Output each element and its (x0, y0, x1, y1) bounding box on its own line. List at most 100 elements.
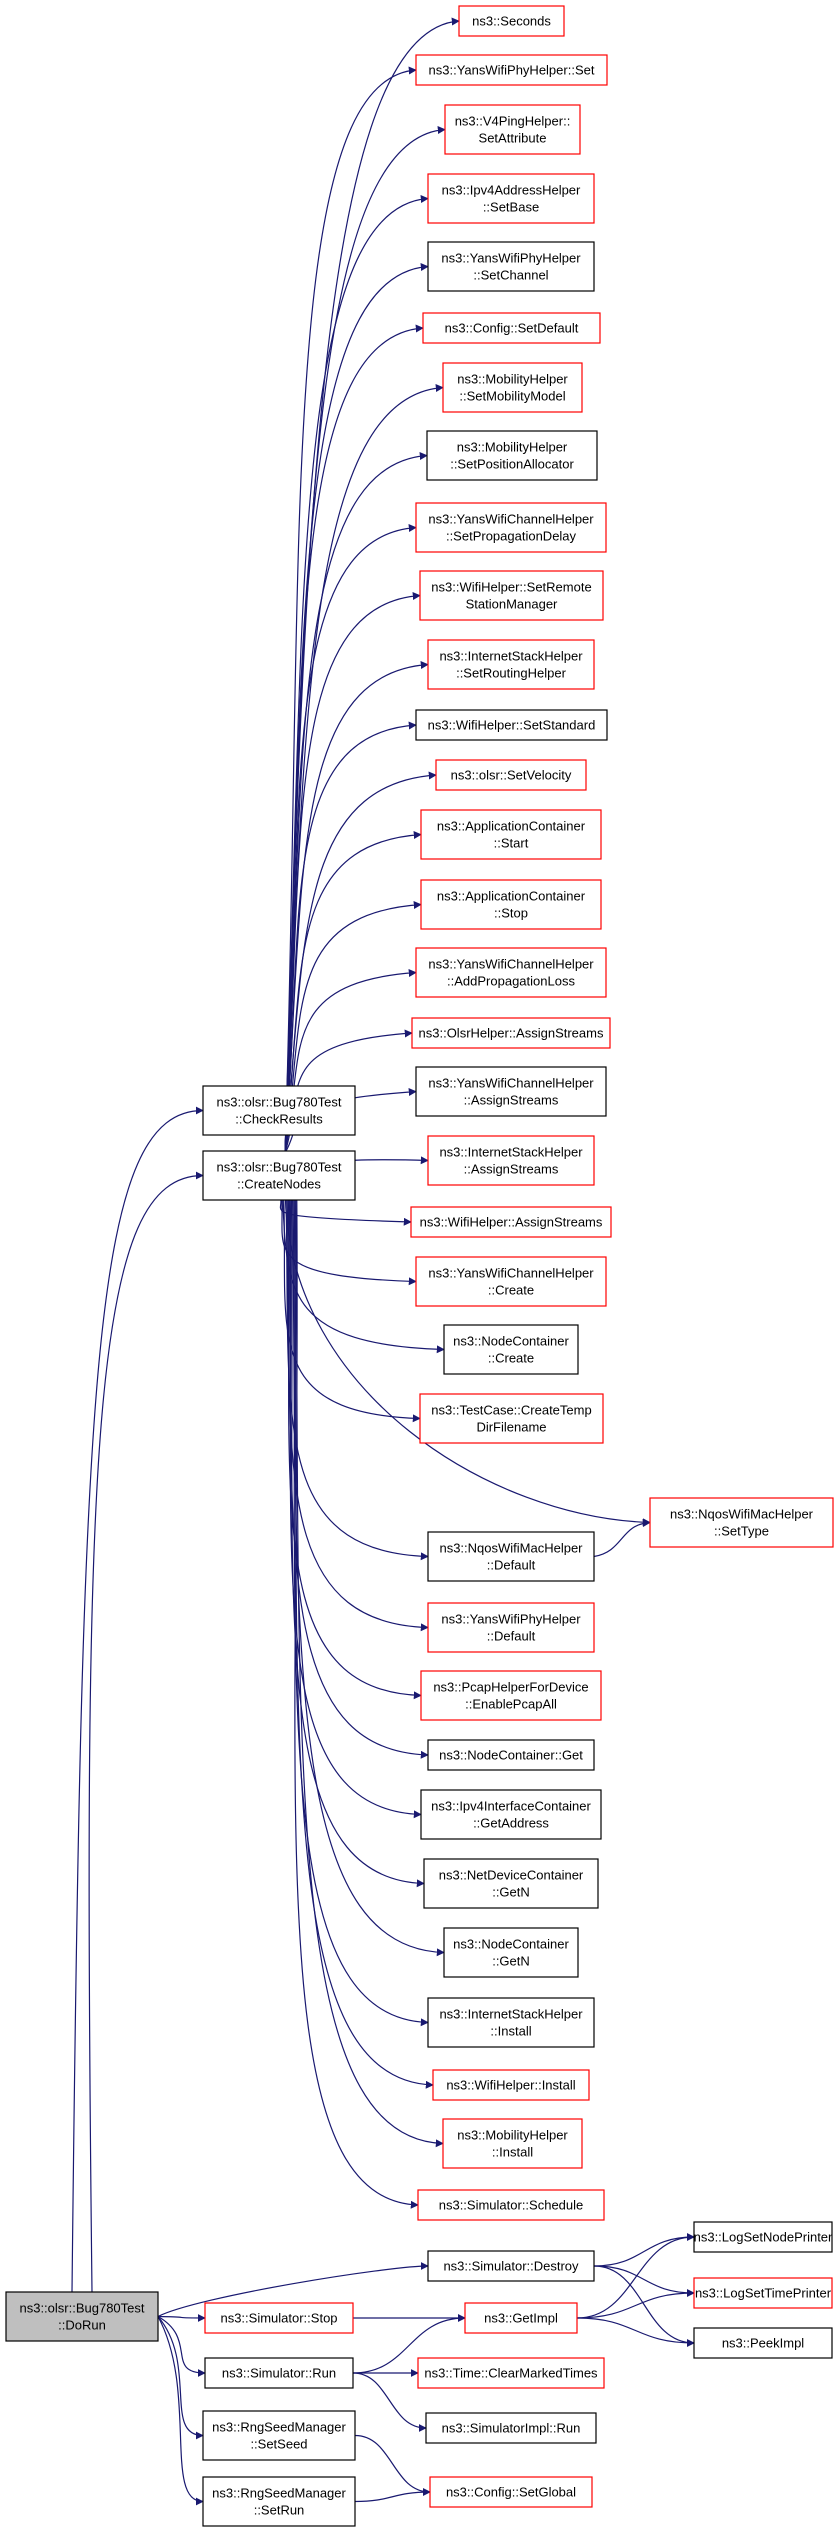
node-olsrhelper-assign[interactable]: ns3::OlsrHelper::AssignStreams (411, 1017, 611, 1049)
node-box (420, 1670, 602, 1721)
node-appcont-start[interactable]: ns3::ApplicationContainer::Start (420, 809, 602, 860)
edge-rng-setrun-to-config-setglobal (354, 2488, 431, 2503)
node-yans-phy-setchannel: ns3::YansWifiPhyHelper::SetChannel (427, 241, 595, 292)
node-label: DirFilename (476, 1420, 546, 1435)
node-box (202, 2476, 356, 2527)
node-time-clearmarked[interactable]: ns3::Time::ClearMarkedTimes (417, 2357, 605, 2389)
node-bug780-checkresults: ns3::olsr::Bug780Test::CheckResults (202, 1085, 356, 1136)
edge-bug780-createnodes-to-testcase-createtemp (283, 1197, 421, 1423)
edge-bug780-createnodes-to-wifi-setremote (284, 592, 421, 1154)
node-label: ns3::Simulator::Run (222, 2366, 336, 2381)
node-nodecont-create: ns3::NodeContainer::Create (443, 1324, 579, 1375)
node-label: ::GetAddress (473, 1816, 549, 1831)
node-config-setglobal[interactable]: ns3::Config::SetGlobal (429, 2476, 593, 2508)
edge-bug780-dorun-to-rng-setrun (157, 2316, 204, 2506)
node-config-setdefault[interactable]: ns3::Config::SetDefault (422, 312, 601, 344)
node-yans-phy-default[interactable]: ns3::YansWifiPhyHelper::Default (427, 1602, 595, 1653)
node-yans-phy-set[interactable]: ns3::YansWifiPhyHelper::Set (415, 54, 608, 86)
node-label: ns3::YansWifiChannelHelper (428, 1266, 594, 1281)
edge-getimpl-to-peekimpl (576, 2317, 695, 2347)
node-ipv4addr-setbase[interactable]: ns3::Ipv4AddressHelper::SetBase (427, 173, 595, 224)
edge-sim-destroy-to-logset-node (593, 2233, 695, 2267)
node-inetstack-assign[interactable]: ns3::InternetStackHelper::AssignStreams (427, 1135, 595, 1186)
node-label: ::Default (487, 1558, 536, 1573)
node-olsr-setvelocity[interactable]: ns3::olsr::SetVelocity (435, 759, 587, 791)
edge-sim-destroy-to-peekimpl (593, 2265, 695, 2347)
node-box (427, 639, 595, 690)
node-label: ns3::NqosWifiMacHelper (670, 1507, 814, 1522)
node-pcap-enableall[interactable]: ns3::PcapHelperForDevice::EnablePcapAll (420, 1670, 602, 1721)
node-box (417, 2189, 605, 2221)
node-label: ::SetBase (483, 200, 539, 215)
node-box (435, 759, 587, 791)
node-v4ping-setattr[interactable]: ns3::V4PingHelper::SetAttribute (444, 104, 581, 155)
node-label: ::GetN (492, 1954, 530, 1969)
node-box (422, 312, 601, 344)
edge-rng-setseed-to-config-setglobal (354, 2434, 431, 2496)
node-label: ::SetPositionAllocator (450, 457, 574, 472)
node-peekimpl: ns3::PeekImpl (693, 2327, 833, 2359)
node-box (420, 1789, 602, 1840)
node-label: ns3::olsr::Bug780Test (19, 2301, 144, 2316)
node-wifi-install[interactable]: ns3::WifiHelper::Install (432, 2069, 590, 2101)
node-label: ns3::OlsrHelper::AssignStreams (419, 1026, 604, 1041)
node-label: ns3::YansWifiChannelHelper (428, 1076, 594, 1091)
node-label: ns3::GetImpl (484, 2311, 558, 2326)
node-label: ns3::LogSetNodePrinter (694, 2230, 833, 2245)
node-sim-stop[interactable]: ns3::Simulator::Stop (204, 2302, 354, 2334)
node-wifi-assign[interactable]: ns3::WifiHelper::AssignStreams (410, 1206, 612, 1238)
node-nodecont-getn: ns3::NodeContainer::GetN (443, 1927, 579, 1978)
edge-bug780-createnodes-to-wifi-assign (279, 1197, 412, 1226)
node-ipv4if-getaddr: ns3::Ipv4InterfaceContainer::GetAddress (420, 1789, 602, 1840)
node-nodecont-get: ns3::NodeContainer::Get (427, 1739, 595, 1771)
node-box (202, 2410, 356, 2461)
node-getimpl[interactable]: ns3::GetImpl (464, 2302, 578, 2334)
edge-getimpl-to-logset-time (576, 2289, 695, 2319)
node-label: ns3::Time::ClearMarkedTimes (424, 2366, 598, 2381)
node-label: ns3::NqosWifiMacHelper (439, 1541, 583, 1556)
node-logset-time[interactable]: ns3::LogSetTimePrinter (693, 2277, 833, 2309)
edge-bug780-createnodes-to-ipv4if-getaddr (289, 1197, 422, 1819)
node-yanschan-addprop[interactable]: ns3::YansWifiChannelHelper::AddPropagati… (415, 947, 607, 998)
edge-bug780-createnodes-to-sim-schedule (294, 1197, 419, 2209)
node-label: ns3::olsr::SetVelocity (451, 768, 572, 783)
node-inetstack-setrouting[interactable]: ns3::InternetStackHelper::SetRoutingHelp… (427, 639, 595, 690)
node-nqos-settype[interactable]: ns3::NqosWifiMacHelper::SetType (649, 1497, 834, 1548)
node-box (415, 1256, 607, 1307)
node-box (427, 1135, 595, 1186)
node-label: ns3::WifiHelper::SetStandard (428, 718, 596, 733)
node-label: ::AddPropagationLoss (447, 974, 575, 989)
node-box (5, 2291, 159, 2342)
edge-bug780-createnodes-to-nqos-default (285, 1197, 429, 1561)
node-label: ns3::ApplicationContainer (437, 889, 586, 904)
node-label: ns3::WifiHelper::AssignStreams (420, 1215, 603, 1230)
node-label: ns3::YansWifiPhyHelper (441, 251, 581, 266)
node-label: ns3::PeekImpl (722, 2336, 804, 2351)
node-label: ns3::InternetStackHelper (439, 649, 583, 664)
node-box (429, 2476, 593, 2508)
node-yanschan-create[interactable]: ns3::YansWifiChannelHelper::Create (415, 1256, 607, 1307)
node-box (415, 502, 607, 553)
node-label: ns3::ApplicationContainer (437, 819, 586, 834)
node-box (693, 2277, 833, 2309)
node-appcont-stop[interactable]: ns3::ApplicationContainer::Stop (420, 879, 602, 930)
node-label: ns3::WifiHelper::SetRemote (431, 580, 591, 595)
node-label: ns3::Simulator::Stop (220, 2311, 337, 2326)
node-label: ::AssignStreams (464, 1162, 559, 1177)
node-mobility-install[interactable]: ns3::MobilityHelper::Install (442, 2118, 583, 2169)
node-box (411, 1017, 611, 1049)
node-sim-schedule[interactable]: ns3::Simulator::Schedule (417, 2189, 605, 2221)
edge-bug780-createnodes-to-wifi-install (294, 1197, 434, 2089)
node-rng-setrun: ns3::RngSeedManager::SetRun (202, 2476, 356, 2527)
node-sim-run: ns3::Simulator::Run (204, 2357, 354, 2389)
node-mobility-setmodel[interactable]: ns3::MobilityHelper::SetMobilityModel (442, 362, 583, 413)
node-label: ::SetMobilityModel (459, 389, 565, 404)
node-seconds[interactable]: ns3::Seconds (458, 5, 565, 37)
node-yanschan-setprop[interactable]: ns3::YansWifiChannelHelper::SetPropagati… (415, 502, 607, 553)
node-box (420, 879, 602, 930)
node-label: ::AssignStreams (464, 1093, 559, 1108)
node-box (425, 2412, 597, 2444)
